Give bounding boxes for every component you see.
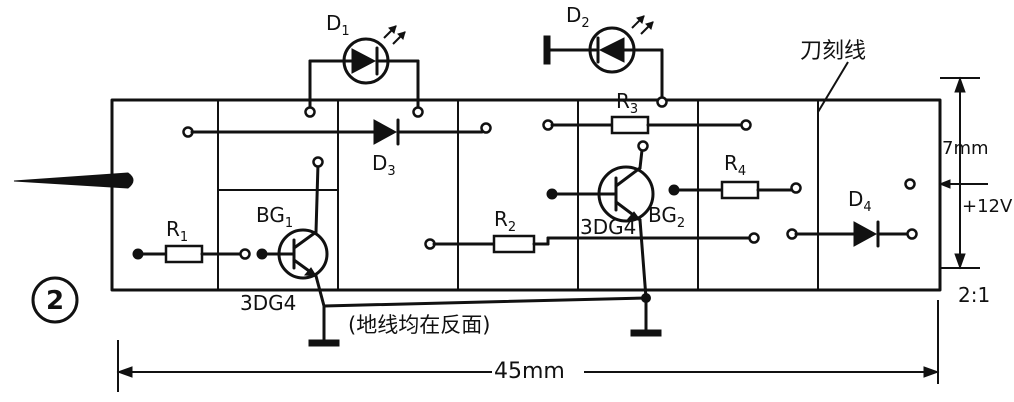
svg-text:BG1: BG1	[256, 203, 293, 231]
svg-text:R2: R2	[494, 207, 516, 235]
r2-subscript: 2	[508, 220, 516, 235]
supply-input: +12V	[904, 178, 1013, 217]
height-dim-label: 7mm	[942, 138, 989, 159]
r2-label: R	[494, 207, 508, 231]
probe-tip	[13, 172, 134, 189]
svg-text:D1: D1	[326, 11, 350, 39]
svg-text:D3: D3	[372, 151, 396, 179]
transistor-bg1: BG1 3DG4	[240, 156, 329, 315]
svg-text:D2: D2	[566, 3, 590, 31]
diode-d3: D3	[182, 118, 492, 179]
r1-subscript: 1	[180, 230, 188, 245]
svg-text:BG2: BG2	[648, 203, 685, 231]
d3-label: D	[372, 151, 387, 175]
d1-subscript: 1	[341, 24, 349, 39]
bg2-label: BG	[648, 203, 677, 227]
pcb-board-outline	[110, 98, 942, 292]
ground-network: (地线均在反面)	[308, 293, 662, 347]
width-dimension: 45mm	[116, 300, 940, 392]
figure-number-badge: 2	[31, 276, 79, 324]
d4-subscript: 4	[863, 200, 871, 215]
led-d2: D2	[543, 3, 668, 108]
resistor-r3: R3	[542, 89, 752, 135]
d4-label: D	[848, 187, 863, 211]
bg2-subscript: 2	[677, 216, 685, 231]
svg-text:D4: D4	[848, 187, 872, 215]
width-dim-label: 45mm	[494, 359, 565, 384]
score-line-label: 刀刻线	[800, 39, 866, 64]
scale-label: 2:1	[958, 283, 990, 307]
bg1-subscript: 1	[285, 216, 293, 231]
bg1-label: BG	[256, 203, 285, 227]
ground-note: (地线均在反面)	[348, 313, 490, 337]
r1-label: R	[166, 217, 180, 241]
supply-label: +12V	[962, 196, 1013, 217]
svg-text:R1: R1	[166, 217, 188, 245]
transistor-bg2: BG2 3DG4	[546, 140, 685, 300]
score-line-callout: 刀刻线	[800, 39, 866, 113]
r3-subscript: 3	[630, 102, 638, 117]
led-d1: D1	[304, 11, 424, 118]
resistor-r1: R1	[132, 217, 284, 264]
figure-number: 2	[46, 286, 64, 316]
bg1-model: 3DG4	[240, 291, 296, 315]
bg2-model: 3DG4	[580, 215, 636, 239]
resistor-r4: R4	[668, 151, 802, 200]
r4-subscript: 4	[738, 164, 746, 179]
d1-label: D	[326, 11, 341, 35]
svg-text:R4: R4	[724, 151, 746, 179]
svg-text:R3: R3	[616, 89, 638, 117]
resistor-r2: R2	[424, 207, 760, 254]
r3-label: R	[616, 89, 630, 113]
d3-subscript: 3	[387, 164, 395, 179]
d2-subscript: 2	[581, 16, 589, 31]
d2-label: D	[566, 3, 581, 27]
diode-d4: D4	[786, 187, 918, 248]
r4-label: R	[724, 151, 738, 175]
height-dimension: 7mm	[940, 76, 989, 270]
